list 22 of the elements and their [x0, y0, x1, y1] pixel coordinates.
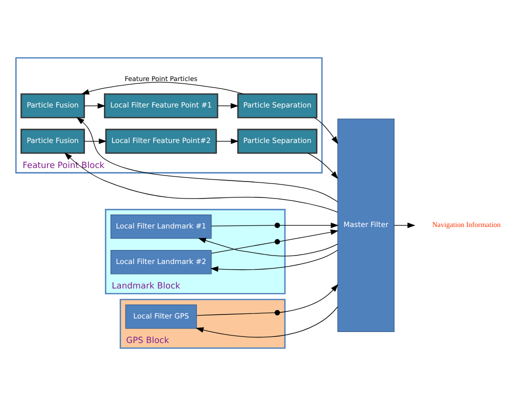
- node-switch: [274, 239, 280, 244]
- arrow: [84, 103, 106, 109]
- arrow: [210, 250, 338, 272]
- arrow: [314, 117, 338, 144]
- connector: [211, 242, 276, 254]
- arrow: [84, 138, 107, 144]
- arrow: [64, 152, 338, 212]
- arrow: [394, 222, 416, 228]
- arrow: [196, 306, 338, 338]
- arrow: [81, 82, 244, 94]
- arrow: [217, 103, 239, 109]
- arrow: [198, 238, 338, 256]
- arrow: [216, 138, 239, 144]
- connector: [211, 225, 276, 226]
- arrow: [308, 152, 338, 180]
- arrow: [279, 229, 339, 242]
- arrow: [279, 284, 338, 313]
- arrow: [279, 222, 339, 228]
- connector: [196, 312, 276, 316]
- node-switch: [274, 222, 280, 228]
- arrow: [76, 117, 338, 202]
- node-switch: [274, 310, 280, 316]
